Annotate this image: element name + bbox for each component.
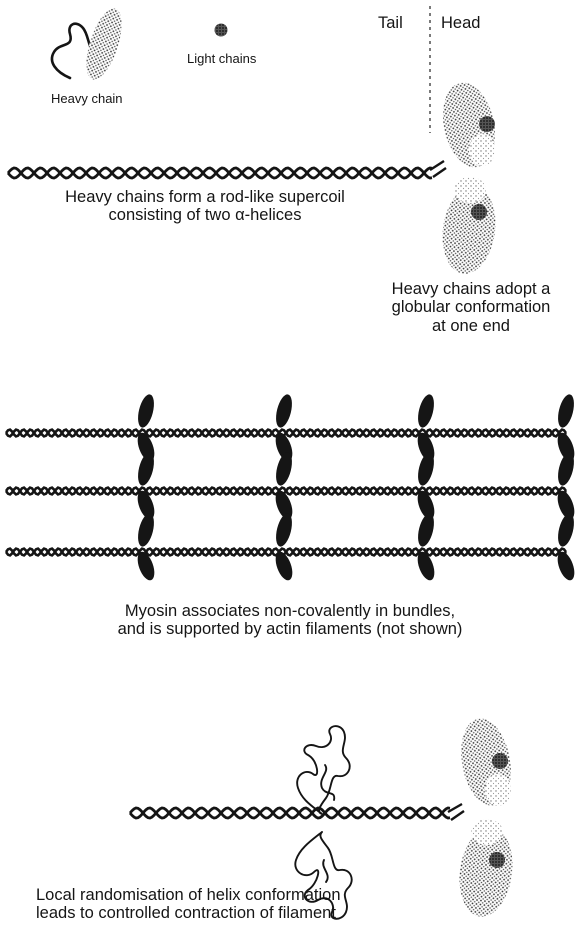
bundle-head-pair — [414, 512, 437, 583]
bundle-head-pair — [272, 512, 295, 583]
bundles-caption-line1: Myosin associates non-covalently in bund… — [30, 602, 550, 620]
bundle-head-pair — [554, 393, 577, 464]
globular-caption-line2: globular conformation — [366, 298, 576, 316]
bundle-rod — [6, 430, 566, 437]
light-chain-dot-icon — [215, 24, 228, 37]
bundle-head-pair — [134, 512, 157, 583]
bundle-rod — [6, 549, 566, 556]
supercoil-caption-line1: Heavy chains form a rod-like supercoil — [20, 188, 390, 206]
bundle-head-pair — [134, 451, 157, 522]
globular-caption-line1: Heavy chains adopt a — [366, 280, 576, 298]
heavy-chain-label: Heavy chain — [51, 92, 123, 107]
head-label: Head — [441, 14, 480, 32]
bundles-caption-line2: and is supported by actin filaments (not… — [30, 620, 550, 638]
contracting-supercoil-rod — [130, 808, 450, 818]
contraction-caption: Local randomisation of helix conformatio… — [36, 886, 466, 923]
bundle-head-pair — [272, 393, 295, 464]
bundle-head-pair — [554, 451, 577, 522]
globular-caption-line3: at one end — [366, 317, 576, 335]
myosin-bundle-grid — [6, 393, 577, 583]
bundle-head-pair — [414, 451, 437, 522]
globular-caption: Heavy chains adopt a globular conformati… — [366, 280, 576, 335]
supercoil-rod — [8, 168, 432, 178]
bundle-head-pair — [134, 393, 157, 464]
bundle-head-pair — [554, 512, 577, 583]
bundle-rod — [6, 488, 566, 495]
contraction-caption-line2: leads to controlled contraction of filam… — [36, 904, 466, 922]
tail-label: Tail — [378, 14, 403, 32]
bundle-head-pair — [414, 393, 437, 464]
supercoil-caption-line2: consisting of two α-helices — [20, 206, 390, 224]
bundle-head-pair — [272, 451, 295, 522]
light-chains-label: Light chains — [187, 52, 256, 67]
contraction-caption-line1: Local randomisation of helix conformatio… — [36, 886, 466, 904]
bundles-caption: Myosin associates non-covalently in bund… — [30, 602, 550, 639]
supercoil-caption: Heavy chains form a rod-like supercoil c… — [20, 188, 390, 225]
heavy-chain-squiggle-icon — [52, 4, 129, 83]
myosin-head-pair — [430, 78, 502, 277]
